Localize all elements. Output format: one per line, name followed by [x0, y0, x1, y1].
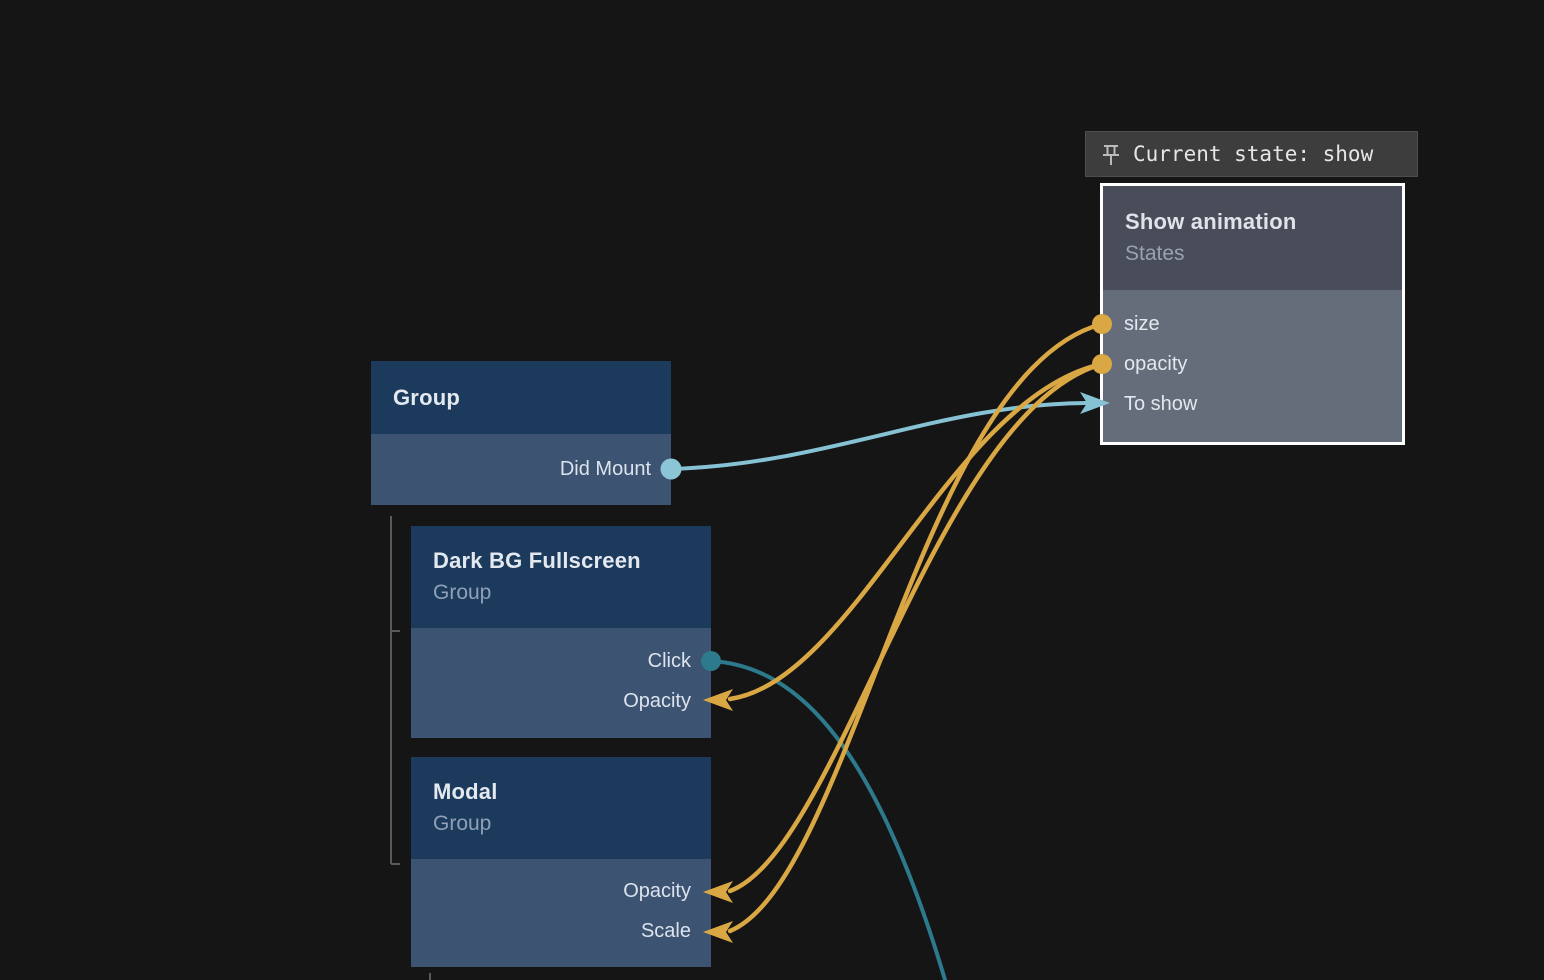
wire-opacity-to-modal-opacity[interactable]: [727, 361, 1105, 894]
port-scale[interactable]: Scale: [640, 920, 691, 942]
current-state-pill[interactable]: Current state: show: [1085, 131, 1418, 177]
node-subtitle: Group: [433, 812, 492, 835]
node-modal[interactable]: Modal Group Opacity Scale: [411, 757, 711, 967]
port-opacity[interactable]: Opacity: [623, 880, 691, 902]
push-pin-icon[interactable]: [1101, 142, 1121, 166]
node-header: Dark BG Fullscreen Group: [411, 526, 711, 628]
node-title: Dark BG Fullscreen: [433, 548, 641, 573]
node-dark-bg-fullscreen[interactable]: Dark BG Fullscreen Group Click Opacity: [411, 526, 711, 738]
wire-did-mount-to-show[interactable]: [669, 401, 1088, 471]
wire-click-offscreen[interactable]: [709, 659, 948, 980]
port-opacity[interactable]: Opacity: [623, 690, 691, 712]
node-body: size opacity To show: [1103, 290, 1402, 442]
node-body: Did Mount: [371, 434, 671, 505]
node-header: Group: [371, 361, 671, 434]
node-header: Modal Group: [411, 757, 711, 859]
node-title: Group: [393, 384, 460, 410]
node-body: Opacity Scale: [411, 859, 711, 967]
node-subtitle: States: [1125, 242, 1185, 265]
node-title: Show animation: [1125, 209, 1297, 234]
current-state-label: Current state: show: [1133, 142, 1374, 166]
node-title: Modal: [433, 779, 498, 804]
wire-opacity-to-darkbg-opacity[interactable]: [727, 361, 1105, 702]
node-header: Show animation States: [1103, 186, 1402, 290]
port-size[interactable]: size: [1124, 313, 1160, 335]
port-opacity[interactable]: opacity: [1124, 353, 1188, 375]
port-click[interactable]: Click: [647, 650, 691, 672]
node-group[interactable]: Group Did Mount: [371, 361, 671, 505]
node-show-animation[interactable]: Show animation States size opacity To sh…: [1100, 183, 1405, 445]
node-body: Click Opacity: [411, 628, 711, 738]
wire-size-to-modal-scale[interactable]: [727, 321, 1105, 934]
port-to-show[interactable]: To show: [1124, 393, 1198, 415]
port-did-mount[interactable]: Did Mount: [559, 458, 651, 480]
node-subtitle: Group: [433, 581, 492, 604]
